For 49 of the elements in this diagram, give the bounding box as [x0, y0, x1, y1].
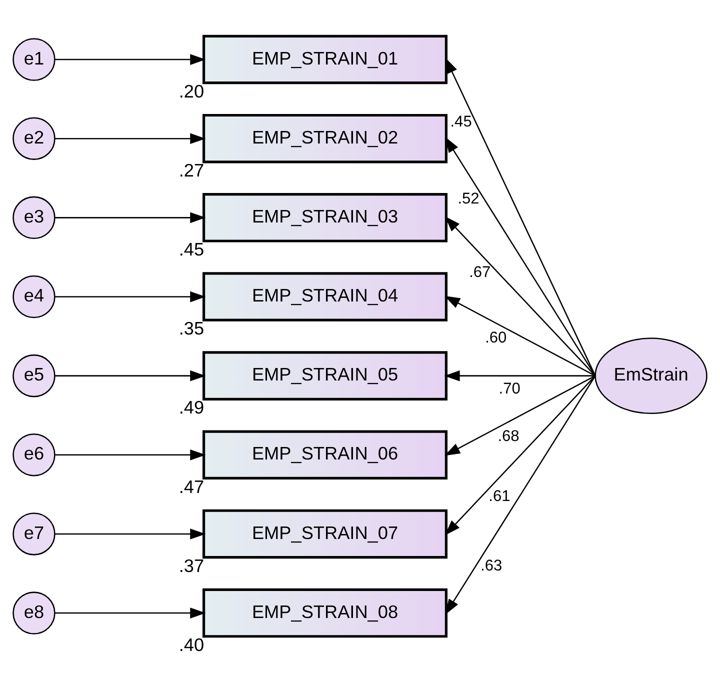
node-label: .49: [178, 397, 204, 418]
edge-label: .67: [469, 264, 491, 281]
node-box: EMP_STRAIN_02: [202, 113, 448, 163]
node-box: EMP_STRAIN_05: [202, 350, 448, 400]
arrow: [444, 216, 596, 376]
edge-label: .70: [498, 380, 520, 397]
node-circle: e5: [12, 354, 56, 397]
node-circle: e2: [12, 116, 56, 160]
node-circle: e4: [12, 274, 56, 318]
node-box: EMP_STRAIN_08: [202, 588, 448, 638]
edge-label: .45: [450, 113, 472, 130]
arrow: [444, 370, 596, 381]
node-box: EMP_STRAIN_03: [202, 192, 448, 242]
node-box: EMP_STRAIN_04: [202, 272, 448, 321]
arrow: [55, 54, 206, 64]
arrow: [55, 212, 206, 223]
node-circle: e7: [12, 512, 56, 555]
node-label: .27: [178, 160, 204, 180]
arrow: [55, 448, 206, 460]
edge-label: .52: [458, 190, 480, 207]
arrow: [445, 57, 596, 376]
edge-label: .61: [488, 488, 510, 505]
node-label: .47: [178, 476, 204, 496]
arrow: [444, 374, 596, 456]
arrow: [444, 295, 596, 376]
edge-label: .60: [485, 328, 507, 346]
edge-label: .68: [498, 428, 520, 445]
node-box: EMP_STRAIN_06: [202, 430, 448, 480]
edge-label: .63: [480, 557, 502, 574]
node-label: .35: [178, 318, 204, 338]
arrow: [445, 136, 596, 376]
node-box: EMP_STRAIN_07: [202, 508, 448, 558]
arrow: [445, 374, 596, 614]
node-circle: e8: [12, 591, 56, 634]
arrow: [55, 132, 206, 144]
node-ellipse: EmStrain: [594, 337, 708, 414]
node-circle: e6: [12, 433, 56, 476]
node-label: .40: [178, 634, 204, 654]
node-box: EMP_STRAIN_01: [202, 34, 448, 84]
node-label: .37: [178, 555, 204, 576]
node-label: .20: [178, 80, 204, 101]
arrow: [444, 374, 596, 535]
node-circle: e3: [12, 196, 56, 239]
arrow: [55, 607, 206, 618]
node-label: .45: [178, 239, 204, 260]
arrow: [55, 370, 206, 381]
node-circle: e1: [12, 38, 56, 80]
arrow: [55, 290, 206, 302]
arrow: [55, 528, 206, 539]
